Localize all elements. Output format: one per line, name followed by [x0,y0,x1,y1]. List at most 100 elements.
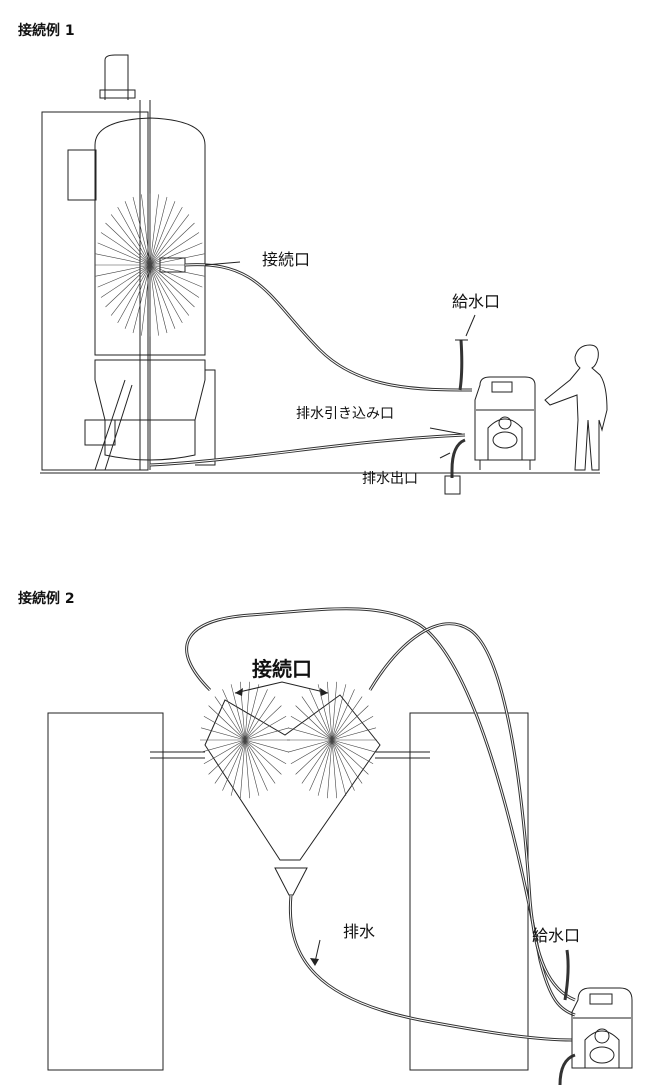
spray-ray [149,196,168,266]
spray-ray [141,194,151,266]
spray-ray [222,739,246,791]
spray-ray [301,739,333,784]
v-blender-system [47,681,529,1071]
spray-ray [214,696,246,741]
spray-ray [244,739,290,753]
label-water-inlet-1: 給水口 [452,292,501,311]
spray-ray [331,739,363,784]
drain-arrow [314,939,321,963]
connection-hose [184,263,473,392]
spray-ray [149,264,200,298]
spray-ray [244,715,287,741]
spray-ray [200,739,246,753]
spray-ray [244,684,260,741]
spray-ray [203,739,246,765]
spray-ray [244,696,276,741]
spray-ray [331,727,377,741]
spray-ray [132,264,151,334]
label-connection-port-2: 接続口 [252,657,312,681]
label-drain-outlet: 排水出口 [362,471,418,487]
spray-ray [117,264,151,323]
spray-ray [100,264,151,298]
label-connection-port-1: 接続口 [262,250,311,269]
drain-outlet-hose [450,438,466,478]
spray-ray [331,696,363,741]
example1-title: 接続例 1 [18,23,75,39]
spray-ray [331,681,338,741]
spray-ray [141,264,151,336]
spray-ray [290,739,333,765]
drain-hose [288,894,573,1042]
spray-ray [149,264,168,334]
spray-ray [331,739,355,791]
spray-ray [97,242,151,266]
spray-ray [301,696,333,741]
spray-ray [203,715,246,741]
spray-ray [295,705,333,741]
spray-ray [149,264,195,308]
spray-ray [149,264,203,288]
drain-outlet-hose-2 [558,1053,576,1086]
callout-line [234,681,329,694]
spray-ray [208,705,246,741]
spray-ray [317,684,333,741]
spray-ray [244,739,276,784]
spray-ray [295,739,333,775]
spray-ray [95,253,151,266]
spray-ray [290,715,333,741]
spray-ray [331,739,369,775]
spray-ray [149,201,176,266]
spray-ray [149,232,200,266]
tank-system-1 [41,54,216,471]
spray-ray [208,739,246,775]
spray-ray [244,739,287,765]
spray-ray [124,201,151,266]
spray-ray [331,715,374,741]
spray-ray [331,705,369,741]
spray-ray [110,214,151,266]
spray-ray [149,214,190,266]
spray-ray [244,727,290,741]
spray-ray [287,727,333,741]
spray-ray [117,207,151,266]
spray-ray [230,739,246,796]
spray-ray [110,264,151,316]
spray-ray [287,739,333,753]
spray-ray [239,739,246,799]
label-drain: 排水 [343,922,376,941]
spray-ray [331,739,374,765]
spray-ray [149,264,183,323]
spray-ray [149,222,195,266]
spray-ray [230,684,246,741]
spray-ray [149,207,183,266]
spray-ray [149,253,205,266]
label-drain-intake: 排水引き込み口 [296,406,394,422]
spray-ray [309,739,333,791]
spray-ray [331,739,347,796]
spray-ray [149,264,159,336]
spray-ray [214,739,246,784]
spray-ray [149,264,176,329]
spray-ray [95,264,151,277]
spray-ray [200,727,246,741]
cleaning-machine-1 [474,376,536,470]
spray-ray [105,264,151,308]
spray-ray [326,739,333,799]
spray-ray [244,689,268,741]
spray-ray [331,739,338,799]
drain-intake-hose [149,433,466,467]
spray-ray [149,242,203,266]
connection-hose-left [185,607,576,1017]
label-water-inlet-2: 給水口 [532,926,581,945]
spray-ray [132,196,151,266]
spray-ray [222,689,246,741]
spray-ray [149,264,190,316]
spray-ray [124,264,151,329]
spray-ray [244,739,251,799]
spray-ray [244,681,251,741]
spray-ray [244,739,282,775]
spray-ray [326,681,333,741]
person-figure [544,344,608,471]
spray-ray [331,739,377,753]
